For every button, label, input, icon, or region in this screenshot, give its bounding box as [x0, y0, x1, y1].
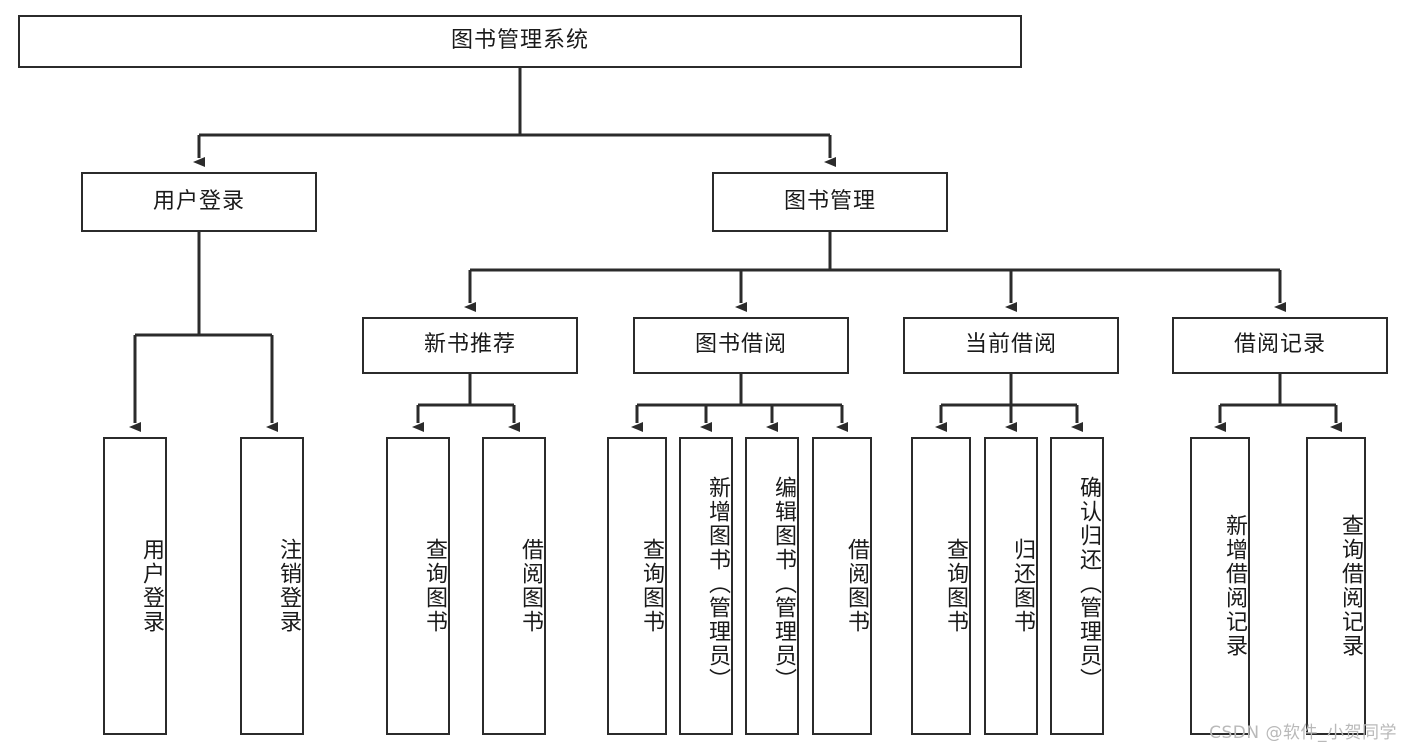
node-leaf-borrow-book-label: 借阅图书: [844, 538, 869, 634]
node-leaf-add-borrow-record[interactable]: 新增借阅记录: [1190, 437, 1250, 735]
node-leaf-add-borrow-record-label: 新增借阅记录: [1222, 514, 1247, 658]
node-borrow-record[interactable]: 借阅记录: [1172, 317, 1388, 374]
node-root-label: 图书管理系统: [450, 28, 589, 54]
node-leaf-query-book-current-label: 查询图书: [943, 538, 968, 634]
node-new-book-recommend-label: 新书推荐: [423, 332, 516, 358]
node-current-borrow[interactable]: 当前借阅: [903, 317, 1119, 374]
node-leaf-edit-book-admin-label: 编辑图书（管理员）: [771, 476, 796, 692]
node-leaf-borrow-book-rec[interactable]: 借阅图书: [482, 437, 546, 735]
node-leaf-add-book-admin-label: 新增图书（管理员）: [705, 476, 730, 692]
node-leaf-user-logout[interactable]: 注销登录: [240, 437, 304, 735]
node-leaf-user-login-label: 用户登录: [139, 538, 164, 634]
node-book-borrow-label: 图书借阅: [694, 332, 787, 358]
node-leaf-user-logout-label: 注销登录: [276, 538, 301, 634]
node-book-manage-label: 图书管理: [783, 188, 876, 214]
node-leaf-confirm-return-admin-label: 确认归还（管理员）: [1076, 476, 1101, 692]
node-leaf-user-login[interactable]: 用户登录: [103, 437, 167, 735]
node-leaf-query-book-rec-label: 查询图书: [422, 538, 447, 634]
node-leaf-query-borrow-record-label: 查询借阅记录: [1338, 514, 1363, 658]
node-user-login-label: 用户登录: [152, 188, 245, 214]
node-leaf-confirm-return-admin[interactable]: 确认归还（管理员）: [1050, 437, 1104, 735]
node-borrow-record-label: 借阅记录: [1233, 332, 1326, 358]
node-leaf-return-book-label: 归还图书: [1010, 538, 1035, 634]
node-leaf-borrow-book[interactable]: 借阅图书: [812, 437, 872, 735]
node-leaf-borrow-book-rec-label: 借阅图书: [518, 538, 543, 634]
node-current-borrow-label: 当前借阅: [964, 332, 1057, 358]
node-leaf-edit-book-admin[interactable]: 编辑图书（管理员）: [745, 437, 799, 735]
node-leaf-add-book-admin[interactable]: 新增图书（管理员）: [679, 437, 733, 735]
node-root[interactable]: 图书管理系统: [18, 15, 1022, 68]
node-leaf-query-book-current[interactable]: 查询图书: [911, 437, 971, 735]
node-book-borrow[interactable]: 图书借阅: [633, 317, 849, 374]
node-new-book-recommend[interactable]: 新书推荐: [362, 317, 578, 374]
node-book-manage[interactable]: 图书管理: [712, 172, 948, 232]
csdn-watermark: CSDN @软件_小贺同学: [1209, 723, 1397, 743]
node-leaf-query-book-borrow[interactable]: 查询图书: [607, 437, 667, 735]
node-leaf-return-book[interactable]: 归还图书: [984, 437, 1038, 735]
node-leaf-query-book-rec[interactable]: 查询图书: [386, 437, 450, 735]
node-user-login[interactable]: 用户登录: [81, 172, 317, 232]
node-leaf-query-book-borrow-label: 查询图书: [639, 538, 664, 634]
node-leaf-query-borrow-record[interactable]: 查询借阅记录: [1306, 437, 1366, 735]
